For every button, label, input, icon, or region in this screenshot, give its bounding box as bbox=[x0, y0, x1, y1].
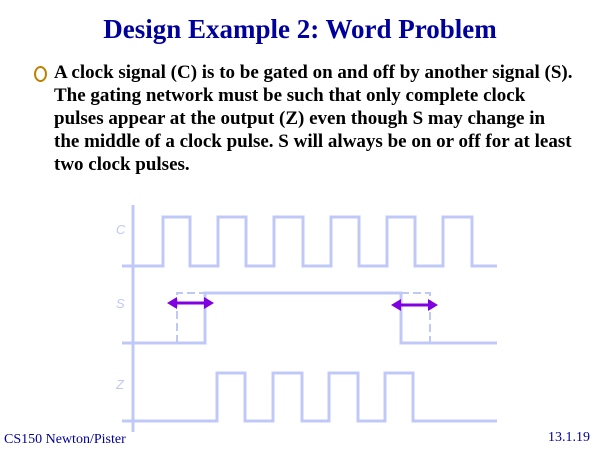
double-arrow-icon bbox=[167, 297, 214, 309]
label-z: Z bbox=[115, 377, 125, 392]
clock-waveform-c bbox=[122, 215, 497, 268]
output-waveform-z bbox=[122, 371, 497, 423]
label-c: C bbox=[116, 222, 126, 237]
bullet-text: A clock signal (C) is to be gated on and… bbox=[54, 62, 573, 175]
footer-course: CS150 Newton/Pister bbox=[4, 432, 126, 447]
footer-page-number: 13.1.19 bbox=[548, 430, 590, 445]
double-arrow-icon bbox=[391, 299, 438, 311]
gate-waveform-s bbox=[122, 291, 497, 345]
slide-title: Design Example 2: Word Problem bbox=[103, 14, 497, 44]
gate-waveform-s-alt bbox=[176, 292, 205, 343]
bullet-icon bbox=[34, 66, 47, 82]
gate-waveform-s-alt-fall bbox=[401, 292, 431, 343]
label-s: S bbox=[116, 296, 125, 311]
